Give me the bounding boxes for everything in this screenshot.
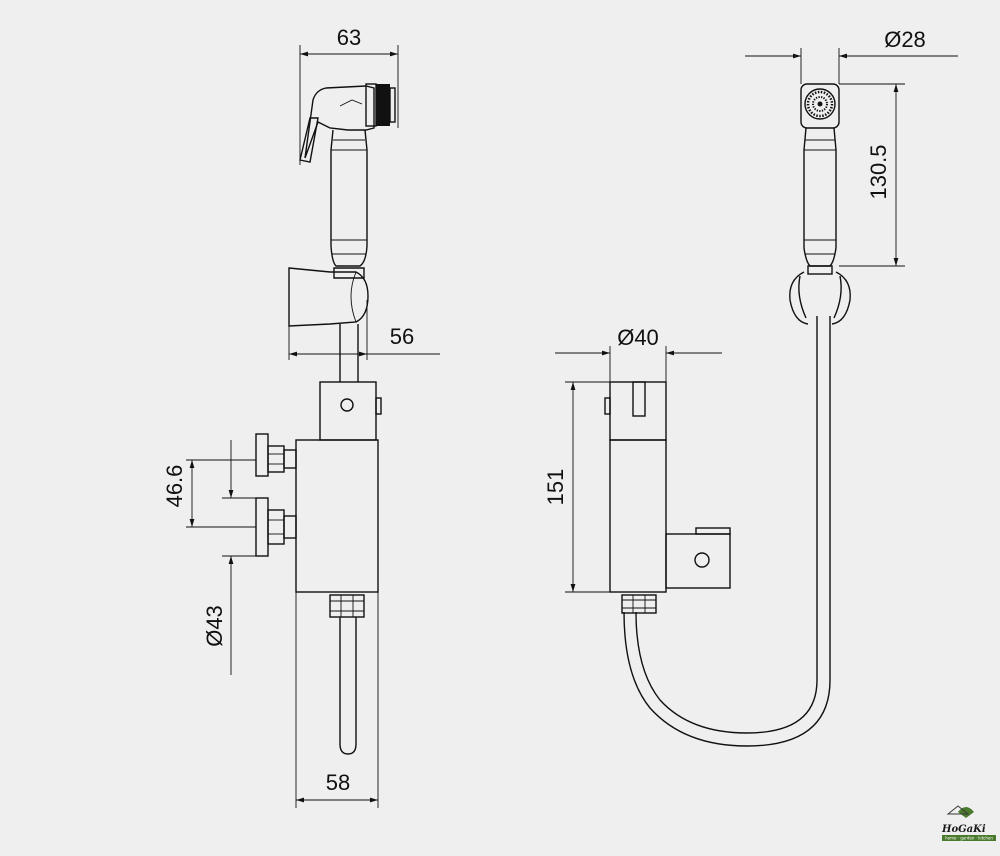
dim-left-holder-width: 56 (288, 300, 440, 360)
right-spray-head (800, 83, 840, 129)
dim-right-head-diameter: Ø28 (745, 27, 958, 84)
dim-right-head-length: 130.5 (839, 83, 905, 267)
right-hose (623, 316, 831, 747)
dim-label-d28: Ø28 (884, 27, 926, 52)
dim-label-130-5: 130.5 (866, 144, 891, 199)
right-side-valve (665, 527, 731, 589)
dim-label-56: 56 (390, 324, 414, 349)
dim-left-valve-diameter: Ø43 (202, 440, 256, 675)
left-holder (288, 267, 369, 382)
dim-label-46-6: 46.6 (162, 465, 187, 508)
dim-left-head-width: 63 (299, 25, 399, 165)
right-main-body (609, 439, 667, 593)
right-top-block (604, 381, 667, 441)
hogaki-logo: HoGaKi home · garden · kitchen (941, 805, 996, 841)
left-main-body (295, 439, 379, 593)
right-bottom-nut (621, 594, 657, 614)
dim-label-d40: Ø40 (617, 325, 659, 350)
dim-label-58: 58 (326, 770, 350, 795)
left-spray-head (299, 83, 396, 163)
dim-label-d43: Ø43 (202, 605, 227, 647)
dim-right-body-height: 151 (543, 381, 610, 593)
dim-label-63: 63 (337, 25, 361, 50)
logo-name: HoGaKi (941, 824, 986, 835)
dim-label-151: 151 (543, 469, 568, 506)
dim-left-valve-spacing: 46.6 (162, 459, 256, 528)
left-view: 63 56 46.6 Ø43 58 (162, 25, 440, 808)
right-handle-shaft (803, 127, 837, 267)
logo-tagline-bar (942, 835, 996, 841)
left-top-block (319, 381, 382, 441)
left-hose (339, 617, 357, 755)
left-handle-shaft (330, 129, 368, 279)
right-view: Ø28 130.5 Ø40 151 (543, 27, 958, 747)
left-valve-upper (255, 433, 297, 477)
house-icon (946, 805, 970, 815)
right-holder-ring (789, 265, 851, 325)
dim-right-body-diameter: Ø40 (555, 325, 722, 382)
left-valve-lower (255, 497, 297, 557)
dim-left-body-width: 58 (295, 592, 379, 808)
logo-tagline: home · garden · kitchen (945, 836, 993, 841)
left-bottom-nut (329, 594, 365, 618)
